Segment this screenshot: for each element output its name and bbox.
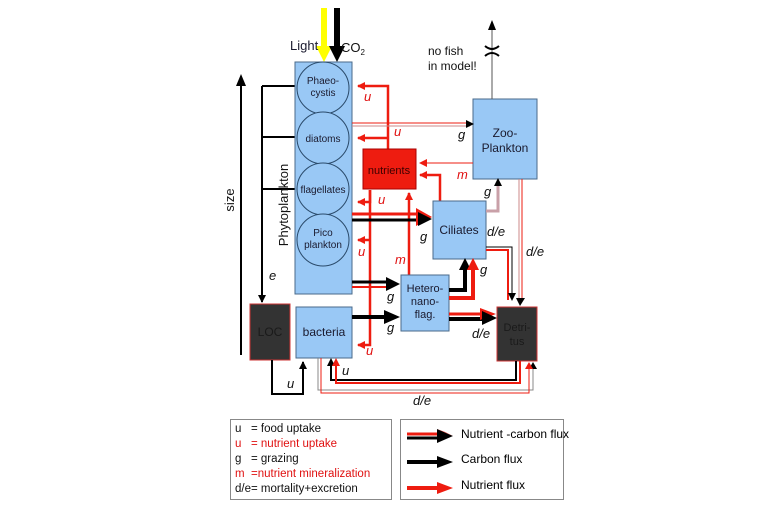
de-label-bacteria: d/e	[413, 393, 431, 408]
mortality-bacteria	[317, 358, 537, 394]
diatoms-node[interactable]: diatoms	[296, 111, 350, 165]
m-label-hetero: m	[395, 252, 406, 267]
grazing-ciliates-zoo	[486, 184, 500, 213]
co2-arrow	[329, 8, 345, 62]
de-label-ciliates: d/e	[487, 224, 505, 239]
u-label-loc: u	[287, 376, 294, 391]
flagellates-node[interactable]: flagellates	[296, 162, 350, 216]
picoplankton-node[interactable]: Pico plankton	[296, 213, 350, 267]
detritus-label-1: Detri-	[504, 322, 531, 334]
g-label-zoo: g	[458, 127, 466, 142]
flagellates-label: flagellates	[300, 185, 345, 196]
legend-item-food-uptake: u= food uptake	[235, 423, 322, 435]
size-axis	[236, 74, 246, 355]
phaeocystis-label-1: Phaeo-	[307, 76, 339, 87]
u-label-bacteria: u	[366, 343, 373, 358]
carbon-flux-icon	[407, 456, 453, 468]
nutrients-box[interactable]: nutrients	[362, 148, 417, 190]
heteronanoflag-box[interactable]: Hetero- nano- flag.	[400, 274, 450, 332]
g-label-hetero-bacteria: g	[387, 320, 395, 335]
no-fish-label-2: in model!	[428, 59, 477, 73]
u-label-detritus: u	[342, 363, 349, 378]
light-label: Light	[290, 38, 319, 53]
co2-label: CO2	[341, 40, 366, 57]
picoplankton-label-2: plankton	[304, 240, 342, 251]
mineralization-ciliates	[419, 171, 442, 202]
diatoms-label: diatoms	[305, 134, 340, 145]
u-label-phaeocystis: u	[364, 89, 371, 104]
u-label-flagellates: u	[378, 192, 385, 207]
phytoplankton-bracket	[261, 85, 295, 296]
legend-item-grazing: g= grazing	[235, 453, 299, 465]
ciliates-label: Ciliates	[439, 223, 478, 237]
uptake-loc-bacteria	[271, 360, 307, 395]
no-fish-label-1: no fish	[428, 44, 463, 58]
de-label-hetero: d/e	[472, 326, 490, 341]
nutrient-flux-label: Nutrient flux	[461, 478, 526, 492]
nutrient-flux-icon	[407, 482, 453, 494]
nutrient-uptake-arrows	[357, 82, 390, 349]
size-label: size	[222, 188, 237, 211]
grazing-phyto-ciliates	[352, 208, 432, 226]
g-label-ciliates: g	[420, 229, 428, 244]
flux-legend: Nutrient -carbon flux Carbon flux Nutrie…	[400, 419, 569, 500]
grazing-bacteria-hetero	[352, 310, 400, 324]
g-label-ciliates-hetero: g	[480, 262, 488, 277]
uptake-detritus-bacteria	[327, 358, 521, 384]
loc-label: LOC	[258, 325, 283, 339]
loc-box[interactable]: LOC	[249, 303, 291, 361]
grazing-phyto-zoo	[352, 120, 474, 128]
symbol-legend: u= food uptake u= nutrient uptake g= gra…	[230, 419, 392, 500]
bacteria-label: bacteria	[303, 325, 346, 339]
heteronanoflag-label-1: Hetero-	[407, 283, 444, 295]
nutrient-carbon-flux-label: Nutrient -carbon flux	[461, 427, 570, 441]
picoplankton-label-1: Pico	[313, 228, 333, 239]
u-label-diatoms: u	[394, 124, 401, 139]
excretion-label: e	[269, 268, 276, 283]
fish-export-arrow	[484, 20, 500, 99]
m-label-zoo: m	[457, 167, 468, 182]
zooplankton-box[interactable]: Zoo- Plankton	[472, 98, 538, 180]
g-label-hetero-pico: g	[387, 289, 395, 304]
mortality-zoo	[516, 179, 525, 306]
flux-legend-arrows	[407, 429, 453, 494]
de-label-zoo: d/e	[526, 244, 544, 259]
grazing-hetero-ciliates	[449, 258, 479, 300]
bacteria-box[interactable]: bacteria	[295, 306, 353, 359]
heteronanoflag-label-2: nano-	[411, 296, 439, 308]
ciliates-box[interactable]: Ciliates	[432, 200, 487, 260]
legend-item-mineralization: m=nutrient mineralization	[235, 468, 371, 480]
nutrient-carbon-flux-icon	[407, 429, 453, 443]
grazing-pico-hetero	[352, 277, 400, 291]
detritus-box[interactable]: Detri- tus	[496, 306, 538, 362]
carbon-flux-label: Carbon flux	[461, 452, 523, 466]
legend-item-nutrient-uptake: u= nutrient uptake	[235, 438, 337, 450]
mortality-hetero	[449, 308, 497, 325]
u-label-picoplankton: u	[358, 244, 365, 259]
zooplankton-label-1: Zoo-	[493, 126, 518, 140]
zooplankton-label-2: Plankton	[482, 141, 529, 155]
detritus-label-2: tus	[510, 336, 525, 348]
phaeocystis-node[interactable]: Phaeo- cystis	[296, 61, 350, 115]
mortality-ciliates-carbon	[486, 246, 516, 301]
nutrients-label: nutrients	[368, 165, 411, 177]
phytoplankton-label: Phytoplankton	[276, 164, 291, 246]
legend-item-mortality: d/e= mortality+excretion	[235, 483, 358, 495]
g-label-zoo-ciliates: g	[484, 184, 492, 199]
light-arrow	[316, 8, 332, 62]
mortality-ciliates	[486, 249, 509, 300]
phaeocystis-label-2: cystis	[311, 88, 336, 99]
heteronanoflag-label-3: flag.	[415, 309, 436, 321]
